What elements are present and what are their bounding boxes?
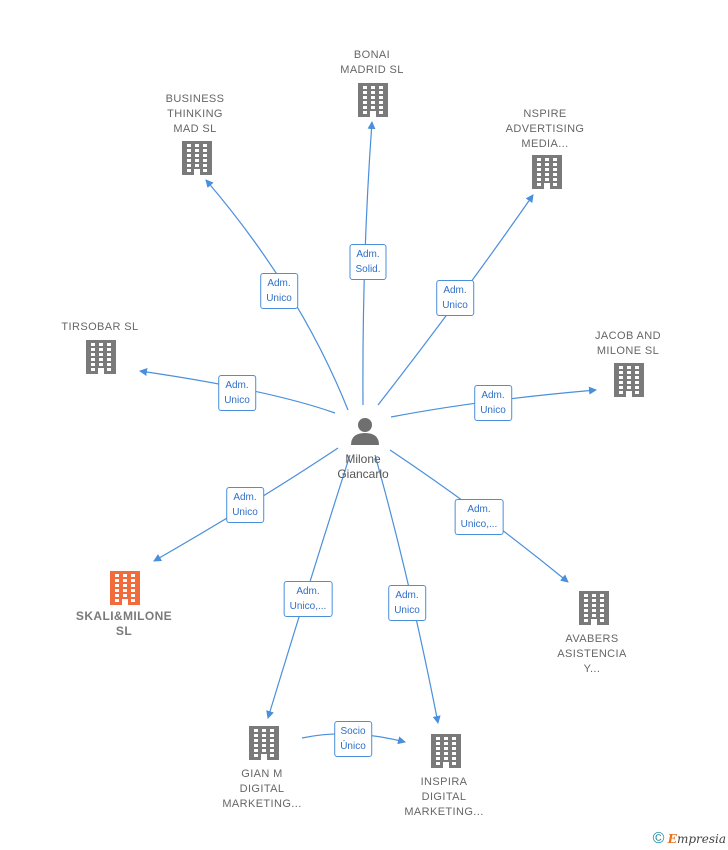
edge-label-business[interactable]: Adm. Unico <box>260 273 298 309</box>
building-icon-bonai[interactable] <box>358 83 388 117</box>
nodes-layer <box>86 83 644 768</box>
company-label-skali[interactable]: SKALI&MILONE SL <box>75 609 173 638</box>
building-icon-jacob[interactable] <box>614 363 644 397</box>
building-icon-business[interactable] <box>182 141 212 175</box>
edge-label-inspira[interactable]: Socio Único <box>334 721 372 757</box>
company-label-jacob[interactable]: JACOB AND MILONE SL <box>595 330 661 357</box>
edge-label-inspira[interactable]: Adm. Unico <box>388 585 426 621</box>
edge-center-inspira <box>374 454 441 724</box>
edge-label-bonai[interactable]: Adm. Solid. <box>349 244 387 280</box>
company-label-bonai[interactable]: BONAI MADRID SL <box>340 49 404 76</box>
building-icon-tirsobar[interactable] <box>86 340 116 374</box>
edge-label-nspire[interactable]: Adm. Unico <box>436 280 474 316</box>
brand-watermark: © Empresia <box>653 830 726 848</box>
company-label-inspira[interactable]: INSPIRA DIGITAL MARKETING... <box>404 776 484 818</box>
edge-label-gianm[interactable]: Adm. Unico,... <box>283 581 333 617</box>
building-icon-nspire[interactable] <box>532 155 562 189</box>
building-icon-inspira[interactable] <box>431 734 461 768</box>
brand-name: mpresia <box>676 832 726 846</box>
company-label-avabers[interactable]: AVABERS ASISTENCIA Y... <box>557 633 627 675</box>
building-icon-skali[interactable] <box>110 571 140 605</box>
person-icon[interactable] <box>351 418 379 445</box>
edge-label-jacob[interactable]: Adm. Unico <box>474 385 512 421</box>
company-label-gianm[interactable]: GIAN M DIGITAL MARKETING... <box>222 768 302 810</box>
company-label-tirsobar[interactable]: TIRSOBAR SL <box>61 321 139 333</box>
edge-label-skali[interactable]: Adm. Unico <box>226 487 264 523</box>
edge-label-avabers[interactable]: Adm. Unico,... <box>454 499 504 535</box>
building-icon-avabers[interactable] <box>579 591 609 625</box>
building-icon-gianm[interactable] <box>249 726 279 760</box>
edges-layer <box>139 121 597 745</box>
copyright-icon: © <box>652 830 665 847</box>
company-label-business[interactable]: BUSINESS THINKING MAD SL <box>165 93 225 135</box>
brand-e: E <box>667 832 677 846</box>
company-label-nspire[interactable]: NSPIRE ADVERTISING MEDIA... <box>505 108 585 150</box>
edge-label-tirsobar[interactable]: Adm. Unico <box>218 375 256 411</box>
person-label[interactable]: Milone Giancarlo <box>337 452 389 481</box>
